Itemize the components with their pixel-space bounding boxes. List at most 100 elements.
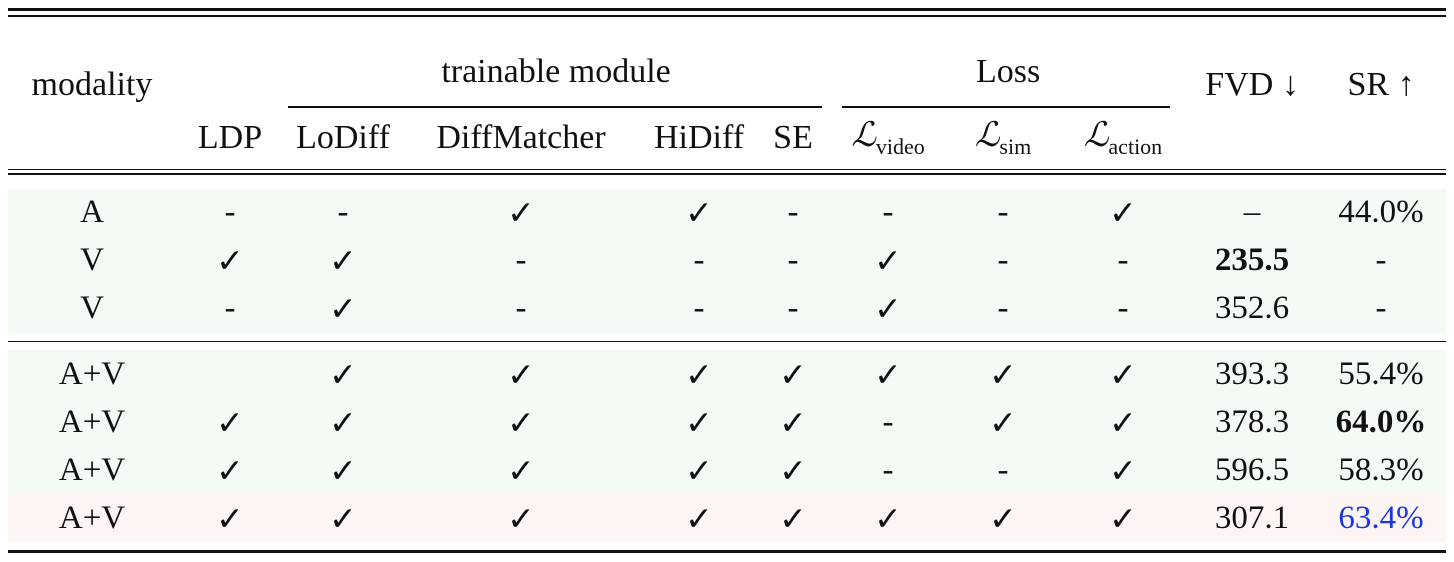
header-l-video: ℒvideo [851,115,925,159]
cell-sr: - [1316,236,1446,285]
cell-l-action: ✓ [1058,494,1188,542]
cell-hidiff: - [640,236,758,285]
cell-l-action: ✓ [1058,188,1188,237]
cell-l-video: ✓ [828,236,948,285]
cell-hidiff: ✓ [640,350,758,398]
cell-sr: 58.3% [1316,446,1446,494]
cell-fvd: 378.3 [1188,398,1316,446]
cell-se: ✓ [758,350,828,398]
cell-modality: A [8,188,176,237]
cell-lodiff: - [284,188,402,237]
cell-l-action: - [1058,284,1188,333]
cell-l-action: ✓ [1058,398,1188,446]
cell-lodiff: ✓ [284,494,402,542]
cell-hidiff: ✓ [640,188,758,237]
cell-lodiff: ✓ [284,446,402,494]
cell-modality: V [8,284,176,333]
cell-lodiff: ✓ [284,350,402,398]
cell-fvd: 596.5 [1188,446,1316,494]
cell-sr: - [1316,284,1446,333]
cell-fvd: – [1188,188,1316,237]
header-modality: modality [31,65,153,103]
header-se: SE [773,118,813,156]
cell-l-video: - [828,188,948,237]
cell-l-sim: - [948,236,1058,285]
cell-ldp: ✓ [176,446,284,494]
cell-diffmatcher: - [402,284,640,333]
cell-fvd: 352.6 [1188,284,1316,333]
header-fvd: FVD ↓ [1205,65,1299,103]
header-trainable-module: trainable module [284,17,828,108]
cell-sr: 63.4% [1316,494,1446,542]
top-rule-inner [8,15,1446,17]
cell-lodiff: ✓ [284,398,402,446]
cell-lodiff: ✓ [284,236,402,285]
header-row-group: modality trainable module Loss FVD ↓ SR … [8,17,1446,108]
cell-l-video: - [828,446,948,494]
cell-diffmatcher: ✓ [402,494,640,542]
cell-sr: 64.0% [1316,398,1446,446]
header-sr: SR ↑ [1347,65,1415,103]
header-hidiff: HiDiff [653,118,745,156]
cell-sr: 55.4% [1316,350,1446,398]
ablation-table: modality trainable module Loss FVD ↓ SR … [8,8,1446,553]
cell-modality: A+V [8,398,176,446]
cell-l-video: ✓ [828,284,948,333]
cell-diffmatcher: - [402,236,640,285]
cell-se: - [758,236,828,285]
bottom-rule [8,550,1446,553]
cell-ldp: ✓ [176,236,284,285]
cell-modality: A+V [8,446,176,494]
cell-lodiff: ✓ [284,284,402,333]
cell-sr: 44.0% [1316,188,1446,237]
cell-l-video: - [828,398,948,446]
cell-l-action: - [1058,236,1188,285]
cell-diffmatcher: ✓ [402,188,640,237]
header-row-columns: LDP LoDiff DiffMatcher HiDiff SE ℒvideo … [8,107,1446,169]
header-l-sim: ℒsim [974,115,1032,159]
cell-se: ✓ [758,398,828,446]
cell-l-action: ✓ [1058,446,1188,494]
cell-l-sim: - [948,446,1058,494]
cell-fvd: 307.1 [1188,494,1316,542]
cell-fvd: 235.5 [1188,236,1316,285]
header-ldp: LDP [197,118,263,156]
top-rule [8,8,1446,11]
table-row: A--✓✓---✓–44.0% [8,188,1446,237]
cell-diffmatcher: ✓ [402,398,640,446]
cell-ldp: - [176,284,284,333]
cell-modality: A+V [8,494,176,542]
cell-diffmatcher: ✓ [402,350,640,398]
cell-l-video: ✓ [828,350,948,398]
header-rule-1 [8,168,1446,170]
cell-se: ✓ [758,446,828,494]
cell-ldp: ✓ [176,398,284,446]
results-body: A--✓✓---✓–44.0%V✓✓---✓--235.5-V-✓---✓--3… [8,174,1446,341]
cell-l-sim: ✓ [948,398,1058,446]
results-table: modality trainable module Loss FVD ↓ SR … [8,17,1446,169]
header-l-action: ℒaction [1083,115,1163,159]
header-loss: Loss [828,17,1188,108]
cell-ldp: ✓ [176,494,284,542]
cell-l-action: ✓ [1058,350,1188,398]
cell-diffmatcher: ✓ [402,446,640,494]
cell-l-sim: ✓ [948,494,1058,542]
cell-l-video: ✓ [828,494,948,542]
header-lodiff: LoDiff [296,118,390,156]
cell-se: - [758,188,828,237]
header-rule-2 [8,173,1446,175]
cell-l-sim: ✓ [948,350,1058,398]
cell-ldp [176,350,284,398]
header-diffmatcher: DiffMatcher [436,118,606,156]
table-row: V-✓---✓--352.6- [8,284,1446,333]
cell-l-sim: - [948,188,1058,237]
cell-se: ✓ [758,494,828,542]
cell-hidiff: - [640,284,758,333]
cell-ldp: - [176,188,284,237]
table-row: V✓✓---✓--235.5- [8,236,1446,285]
